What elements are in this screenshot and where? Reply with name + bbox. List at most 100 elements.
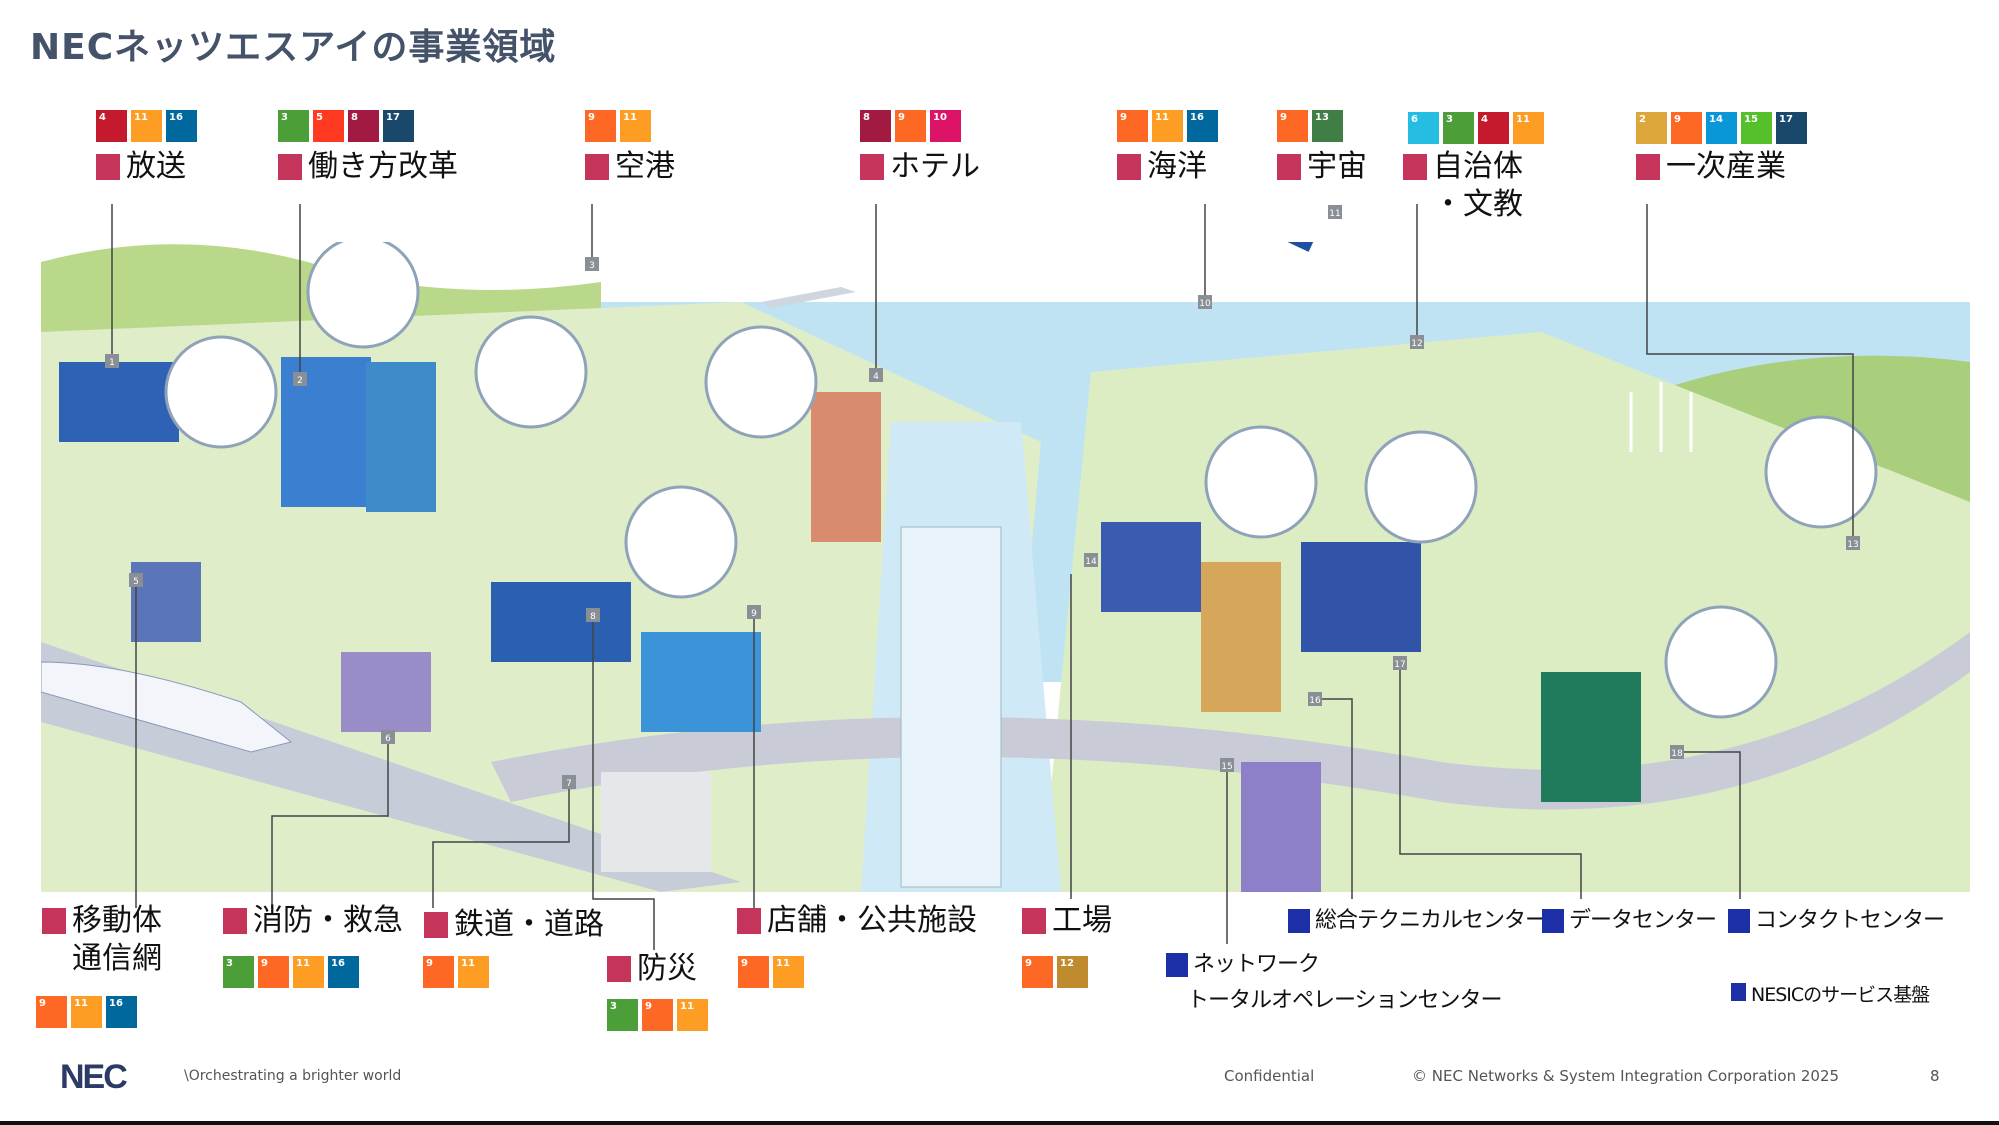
copyright: © NEC Networks & System Integration Corp…	[1412, 1067, 1840, 1085]
nec-logo: NEC	[60, 1058, 128, 1096]
domain-marker-icon	[96, 154, 120, 180]
sdg-9-icon: 9	[895, 110, 926, 142]
domain-marker-icon	[1277, 154, 1301, 180]
sdg-3-icon: 3	[223, 956, 254, 988]
sdg-3-icon: 3	[278, 110, 309, 142]
contact-center-building	[1541, 672, 1641, 802]
domain-space: 宇宙	[1277, 148, 1367, 186]
service-marker-icon	[1731, 983, 1746, 1001]
domain-marker-icon	[42, 908, 66, 934]
service-data: データセンター	[1542, 906, 1717, 936]
page-title: NECネッツエスアイの事業領域	[30, 27, 557, 68]
domain-marker-icon	[1022, 908, 1046, 934]
domain-marker-icon	[424, 912, 448, 938]
domain-factory: 工場	[1022, 902, 1112, 940]
sdg-15-icon: 15	[1741, 112, 1772, 144]
service-marker-icon	[1166, 953, 1188, 977]
domain-marker-icon	[860, 154, 884, 180]
network-center-building	[1241, 762, 1321, 892]
domain-rail: 鉄道・道路	[424, 906, 604, 944]
sdg-11-icon: 11	[620, 110, 651, 142]
domain-broadcast: 放送	[96, 148, 186, 186]
sdg-3-icon: 3	[1443, 112, 1474, 144]
domain-marker-icon	[1117, 154, 1141, 180]
sdg-11-icon: 11	[71, 996, 102, 1028]
sdg-9-icon: 9	[1671, 112, 1702, 144]
tagline: \Orchestrating a brighter world	[184, 1068, 402, 1084]
domain-hotel: ホテル	[860, 148, 980, 186]
service-marker-icon	[1728, 909, 1750, 933]
city-illustration	[41, 242, 1970, 892]
service-network: ネットワークトータルオペレーションセンター	[1166, 950, 1503, 1016]
sdg-16-icon: 16	[328, 956, 359, 988]
sdg-8-icon: 8	[860, 110, 891, 142]
bottom-border	[0, 1121, 1999, 1125]
sdg-6-icon: 6	[1408, 112, 1439, 144]
sdg-9-icon: 9	[423, 956, 454, 988]
sdg-9-icon: 9	[1117, 110, 1148, 142]
sdg-16-icon: 16	[166, 110, 197, 142]
domain-marker-icon	[223, 908, 247, 934]
sdg-17-icon: 17	[1776, 112, 1807, 144]
confidential-label: Confidential	[1224, 1067, 1315, 1085]
sdg-8-icon: 8	[348, 110, 379, 142]
sdg-4-icon: 4	[1478, 112, 1509, 144]
domain-marker-icon	[737, 908, 761, 934]
sdg-11-icon: 11	[1513, 112, 1544, 144]
service-contact: コンタクトセンター	[1728, 906, 1945, 936]
sdg-11-icon: 11	[1152, 110, 1183, 142]
sdg-5-icon: 5	[313, 110, 344, 142]
sdg-11-icon: 11	[773, 956, 804, 988]
domain-ocean: 海洋	[1117, 148, 1207, 186]
sdg-11-icon: 11	[458, 956, 489, 988]
sdg-17-icon: 17	[383, 110, 414, 142]
domain-primary-industry: 一次産業	[1636, 148, 1786, 186]
sdg-4-icon: 4	[96, 110, 127, 142]
sdg-9-icon: 9	[36, 996, 67, 1028]
domain-mobile: 移動体通信網	[42, 902, 162, 978]
sdg-16-icon: 16	[106, 996, 137, 1028]
bullet-train	[41, 661, 293, 753]
svg-text:11: 11	[1329, 209, 1340, 219]
domain-marker-icon	[1636, 154, 1660, 180]
marker-11: 11	[1328, 205, 1342, 219]
broadcast-building	[59, 362, 179, 442]
sdg-12-icon: 12	[1057, 956, 1088, 988]
sdg-9-icon: 9	[642, 999, 673, 1031]
sdg-3-icon: 3	[607, 999, 638, 1031]
sdg-11-icon: 11	[677, 999, 708, 1031]
domain-marker-icon	[1403, 154, 1427, 180]
sdg-11-icon: 11	[131, 110, 162, 142]
sdg-9-icon: 9	[258, 956, 289, 988]
airplane	[761, 287, 856, 308]
domain-fire: 消防・救急	[223, 902, 403, 940]
sdg-9-icon: 9	[1277, 110, 1308, 142]
domain-airport: 空港	[585, 148, 675, 186]
page-number: 8	[1930, 1067, 1940, 1085]
service-legend: NESICのサービス基盤	[1731, 980, 1930, 1010]
satellite	[1263, 242, 1316, 252]
service-marker-icon	[1542, 909, 1564, 933]
domain-marker-icon	[278, 154, 302, 180]
sdg-10-icon: 10	[930, 110, 961, 142]
sdg-9-icon: 9	[1022, 956, 1053, 988]
sdg-9-icon: 9	[585, 110, 616, 142]
hotel-building	[811, 392, 881, 542]
domain-municipal: 自治体・文教	[1403, 148, 1523, 224]
service-marker-icon	[1288, 909, 1310, 933]
sdg-11-icon: 11	[293, 956, 324, 988]
sdg-13-icon: 13	[1312, 110, 1343, 142]
